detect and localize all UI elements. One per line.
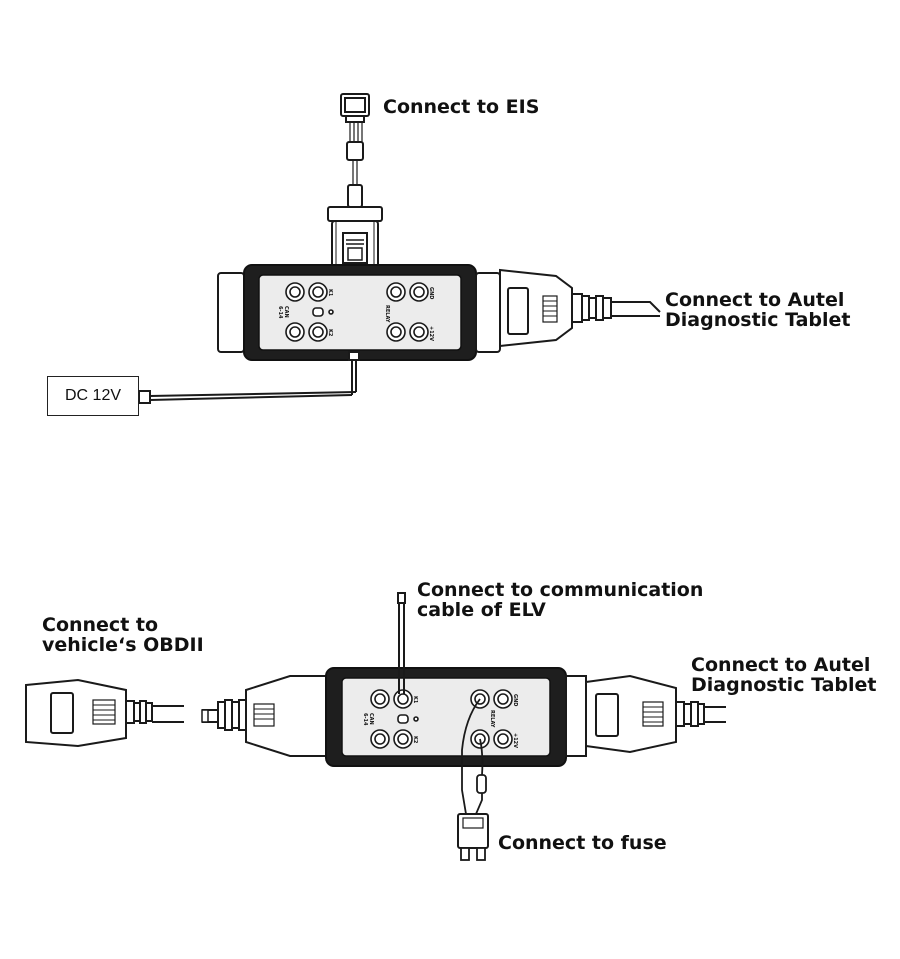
dc-12v-label: DC 12V	[64, 387, 122, 404]
label-connect-obd: Connect to vehicle‘s OBDII	[42, 615, 204, 655]
label-line-1: Connect to Autel	[691, 654, 871, 676]
eis-connector	[340, 93, 370, 208]
port-label-can: CAN	[368, 713, 374, 725]
label-line-1: Connect to Autel	[665, 289, 845, 311]
port-label-can-sub: 6-14	[277, 306, 283, 319]
top-autel-connector	[499, 268, 661, 348]
label-connect-autel-bottom: Connect to Autel Diagnostic Tablet	[691, 655, 876, 695]
dc-power-cable	[138, 351, 360, 404]
port-label-relay: RELAY	[384, 305, 390, 323]
label-connect-eis: Connect to EIS	[383, 97, 539, 117]
port-label-k1: K1	[327, 289, 333, 297]
fuse-cable	[457, 698, 489, 861]
label-connect-elv: Connect to communication cable of ELV	[417, 580, 703, 620]
vehicle-obd-connector	[25, 678, 184, 748]
label-connect-fuse: Connect to fuse	[498, 833, 667, 853]
port-label-gnd: GND	[512, 694, 518, 706]
elv-cable	[397, 592, 406, 694]
label-connect-autel-top: Connect to Autel Diagnostic Tablet	[665, 290, 850, 330]
dc-12v-power-box: DC 12V	[47, 376, 139, 416]
label-line-2: Diagnostic Tablet	[665, 309, 851, 331]
bottom-port-labels: CAN 6-14 K1 K2 RELAY GND +12V	[362, 694, 518, 748]
port-label-12v: +12V	[512, 733, 518, 748]
port-label-k1: K1	[412, 696, 418, 704]
label-line-1: Connect to	[42, 614, 159, 636]
port-label-k2: K2	[412, 736, 418, 744]
port-label-gnd: GND	[428, 287, 434, 299]
port-label-can-sub: 6-14	[362, 713, 368, 726]
label-line-1: Connect to communication	[417, 579, 704, 601]
port-label-k2: K2	[327, 329, 333, 337]
label-connect-fuse-text: Connect to fuse	[498, 832, 667, 854]
port-label-12v: +12V	[428, 326, 434, 341]
port-label-relay: RELAY	[489, 710, 495, 728]
label-line-2: Diagnostic Tablet	[691, 674, 877, 696]
bottom-adapter-body	[201, 667, 587, 767]
label-line-2: cable of ELV	[417, 599, 546, 621]
db9-connector	[327, 206, 383, 272]
label-line-2: vehicle‘s OBDII	[42, 634, 204, 656]
label-connect-eis-text: Connect to EIS	[383, 96, 540, 118]
top-port-panel	[285, 282, 429, 342]
top-adapter-body	[217, 264, 501, 361]
top-port-labels: CAN 6-14 K1 K2 RELAY GND +12V	[277, 287, 434, 341]
port-label-can: CAN	[283, 306, 289, 318]
bottom-autel-connector	[585, 674, 726, 754]
